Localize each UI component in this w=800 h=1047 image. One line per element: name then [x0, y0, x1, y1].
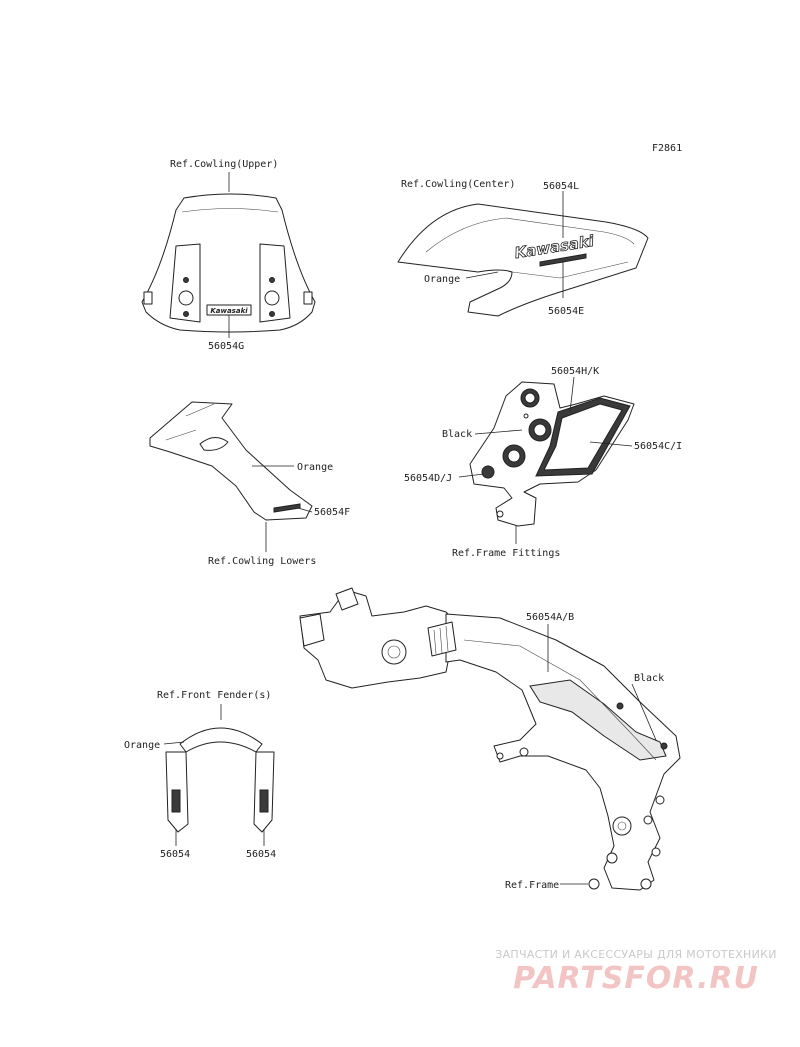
- cowling-lowers-shape: [149, 401, 313, 521]
- frame-bracket-top: [335, 587, 359, 611]
- frame-group: 56054A/B Black Ref.Frame: [299, 587, 681, 891]
- fender-color-label: Orange: [124, 740, 160, 751]
- upper-cowling-left-bolt-b: [183, 311, 189, 317]
- upper-cowling-left-hole: [178, 290, 194, 306]
- front-fender-group: Ref.Front Fender(s) Orange 56054 56054: [124, 690, 276, 860]
- center-cowling-part-bottom-label: 56054E: [548, 306, 584, 317]
- frame-boss-lower-inner: [617, 821, 627, 831]
- frame-hole-f: [640, 878, 652, 890]
- fender-part-right-label: 56054: [246, 849, 276, 860]
- front-fender-top: [179, 727, 263, 753]
- frame-fittings-group: 56054H/K Black 56054C/I 56054D/J Ref.Fra…: [404, 366, 682, 559]
- fitting-bolt-b: [496, 510, 504, 518]
- upper-cowling-left-panel: [169, 243, 201, 323]
- frame-hole-d: [660, 742, 668, 750]
- frame-hole-h: [651, 847, 661, 857]
- cowling-lowers-hole: [199, 437, 229, 451]
- fittings-part-left-label: 56054D/J: [404, 473, 452, 484]
- front-fender-left-decal: [171, 789, 181, 813]
- watermark: ЗАПЧАСТИ И АКСЕССУАРЫ ДЛЯ МОТОТЕХНИКИ PA…: [486, 948, 786, 996]
- frame-ref-label: Ref.Frame: [505, 880, 559, 891]
- fittings-part-right-label: 56054C/I: [634, 441, 682, 452]
- cowling-lowers-decal: [273, 503, 301, 513]
- upper-cowling-decal-logo: Kawasaki: [210, 307, 248, 315]
- cowling-lowers-ref-label: Ref.Cowling Lowers: [208, 556, 316, 567]
- frame-bracket-left: [299, 613, 325, 647]
- frame-color-label: Black: [634, 673, 664, 684]
- upper-cowling-group: Kawasaki Ref.Cowling(Upper) 56054G: [141, 159, 316, 352]
- frame-fitting-decal-inner: [543, 403, 623, 471]
- upper-cowling-left-bolt-a: [183, 277, 189, 283]
- center-cowling-shape: [397, 203, 649, 317]
- fitting-boss-top-inner: [524, 392, 536, 404]
- upper-cowling-right-hole: [264, 290, 280, 306]
- upper-cowling-right-bolt-b: [269, 311, 275, 317]
- watermark-tagline: ЗАПЧАСТИ И АКСЕССУАРЫ ДЛЯ МОТОТЕХНИКИ: [495, 948, 777, 961]
- fittings-part-top-label: 56054H/K: [551, 366, 599, 377]
- upper-cowling-inner-line: [181, 208, 279, 213]
- cowling-lowers-fold-line: [165, 403, 215, 441]
- frame-pivot-boss: [381, 639, 407, 665]
- fitting-boss-mid-inner: [533, 423, 547, 437]
- frame-part-label: 56054A/B: [526, 612, 574, 623]
- center-cowling-part-top-label: 56054L: [543, 181, 579, 192]
- fitting-boss-small: [481, 465, 495, 479]
- frame-hole-e: [606, 852, 618, 864]
- upper-cowling-part-label: 56054G: [208, 341, 244, 352]
- center-cowling-ref-label: Ref.Cowling(Center): [401, 179, 515, 190]
- upper-cowling-left-tab: [143, 291, 153, 305]
- figure-code: F2861: [652, 143, 682, 154]
- front-fender-right-decal: [259, 789, 269, 813]
- center-cowling-stripe: [539, 253, 587, 267]
- upper-cowling-ref-label: Ref.Cowling(Upper): [170, 159, 278, 170]
- fitting-bolt-a: [523, 413, 529, 419]
- frame-boss-lower: [612, 816, 632, 836]
- frame-pivot-inner: [387, 645, 401, 659]
- fitting-boss-low-inner: [507, 449, 521, 463]
- cowling-lowers-color-label: Orange: [297, 462, 333, 473]
- frame-hole-i: [655, 795, 665, 805]
- frame-decal-area: [529, 679, 667, 761]
- center-cowling-group: Kawasaki Ref.Cowling(Center) 56054L Oran…: [397, 179, 649, 317]
- frame-hole-a: [519, 747, 529, 757]
- upper-cowling-right-bolt-a: [269, 277, 275, 283]
- fittings-color-label: Black: [442, 429, 472, 440]
- watermark-logo: PARTSFOR.RU: [513, 961, 759, 996]
- frame-hole-b: [496, 752, 504, 760]
- fender-ref-label: Ref.Front Fender(s): [157, 690, 271, 701]
- cowling-lowers-group: Orange 56054F Ref.Cowling Lowers: [149, 401, 350, 567]
- center-cowling-inner-line: [425, 217, 635, 253]
- frame-hole-j: [643, 815, 653, 825]
- frame-grille: [427, 621, 457, 657]
- center-cowling-color-label: Orange: [424, 274, 460, 285]
- cowling-lowers-part-label: 56054F: [314, 507, 350, 518]
- fittings-ref-label: Ref.Frame Fittings: [452, 548, 560, 559]
- center-cowling-lower-line: [511, 261, 629, 279]
- frame-grille-lines: [433, 625, 449, 655]
- fender-part-left-label: 56054: [160, 849, 190, 860]
- frame-hole-c: [616, 702, 624, 710]
- frame-inner-rib: [463, 639, 657, 761]
- frame-hole-g: [588, 878, 600, 890]
- upper-cowling-right-tab: [303, 291, 313, 305]
